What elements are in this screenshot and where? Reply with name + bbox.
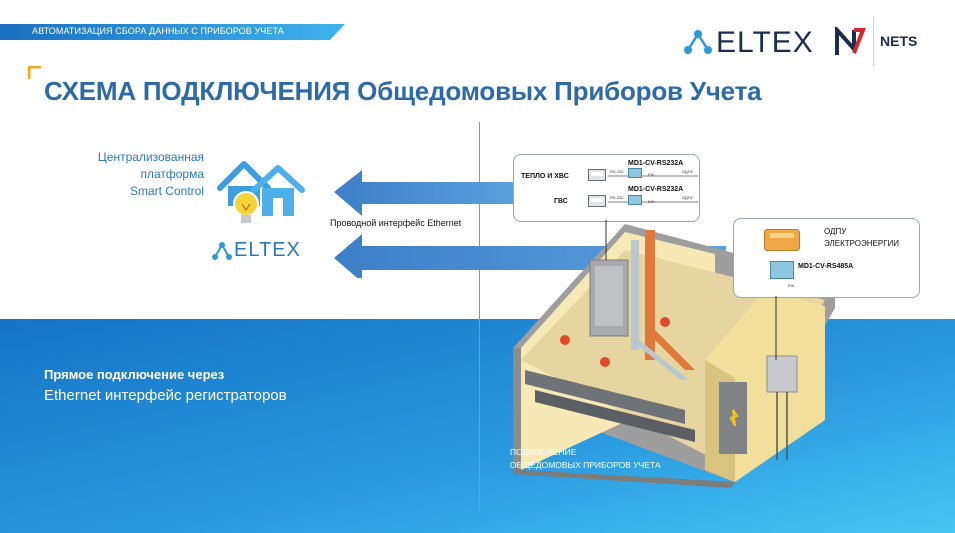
odpu-label-2: ОДПУ [682, 195, 694, 200]
ethernet-interface-label: Проводной интерфейс Ethernet [330, 218, 462, 228]
converter-icon [628, 195, 642, 205]
building-illustration [513, 224, 835, 488]
rs485-converter-icon [770, 261, 794, 279]
title-corner-mark [28, 66, 41, 79]
header-subtitle: АВТОМАТИЗАЦИЯ СБОРА ДАННЫХ С ПРИБОРОВ УЧ… [32, 26, 284, 36]
nets-logo: NETS [880, 33, 918, 49]
connection-line-2 [608, 201, 698, 203]
platform-label-line2: платформа [140, 167, 204, 181]
platform-label-line3: Smart Control [129, 184, 204, 198]
direct-connection-line2: Ethernet интерфейс регистраторов [44, 387, 287, 404]
eth-label-1: Eth [648, 172, 655, 177]
eltex-logo-icon [684, 30, 712, 54]
eth-label-2: Eth [648, 199, 655, 204]
electric-title-line2: ЭЛЕКТРОЭНЕРГИИ [824, 239, 900, 248]
electric-title-line1: ОДПУ [824, 227, 847, 236]
platform-label-line1: Централизованная [97, 150, 204, 164]
heat-water-meter-box: ТЕПЛО И ХВС RS-232 MD1-CV-RS232A Eth ОДП… [513, 154, 700, 222]
smart-home-icon [217, 161, 305, 223]
rs232-label: RS-232 [610, 169, 624, 174]
page-title: СХЕМА ПОДКЛЮЧЕНИЯ Общедомовых Приборов У… [44, 76, 762, 106]
leader-lines [605, 220, 777, 360]
nets-logo-icon [835, 27, 866, 55]
electric-meter-icon [764, 229, 800, 251]
connection-line-1 [608, 175, 698, 177]
meter-icon [588, 195, 606, 207]
meters-connection-line1: ПОДКЛЮЧЕНИЕ [510, 447, 577, 457]
arrow-upper [334, 170, 514, 216]
eltex-logo: ELTEX [716, 26, 814, 59]
electricity-meter-box: ОДПУ ЭЛЕКТРОЭНЕРГИИ MD1-CV-RS485A Eth [733, 218, 920, 298]
heat-water-label: ТЕПЛО И ХВС [521, 173, 569, 180]
hot-water-label: ГВС [554, 198, 568, 205]
direct-connection-line1: Прямое подключение через [44, 367, 225, 382]
meters-connection-line2: ОБЩЕДОМОВЫХ ПРИБОРОВ УЧЕТА [510, 460, 661, 470]
rs232-label: RS-232 [610, 195, 624, 200]
rs485-device-label: MD1-CV-RS485A [798, 263, 854, 270]
platform-eltex-logo: ELTEX [234, 239, 301, 261]
converter-icon [628, 168, 642, 178]
device-2-label: MD1-CV-RS232A [628, 186, 684, 193]
platform-label: Централизованная платформа Smart Control [40, 149, 204, 200]
meter-icon [588, 169, 606, 181]
odpu-label-1: ОДПУ [682, 169, 694, 174]
eltex-small-logo-icon [212, 242, 232, 260]
divider-line [479, 122, 480, 512]
logo-divider [873, 16, 874, 66]
eth-label-3: Eth [788, 283, 795, 288]
header-banner [0, 24, 345, 40]
device-1-label: MD1-CV-RS232A [628, 160, 684, 167]
